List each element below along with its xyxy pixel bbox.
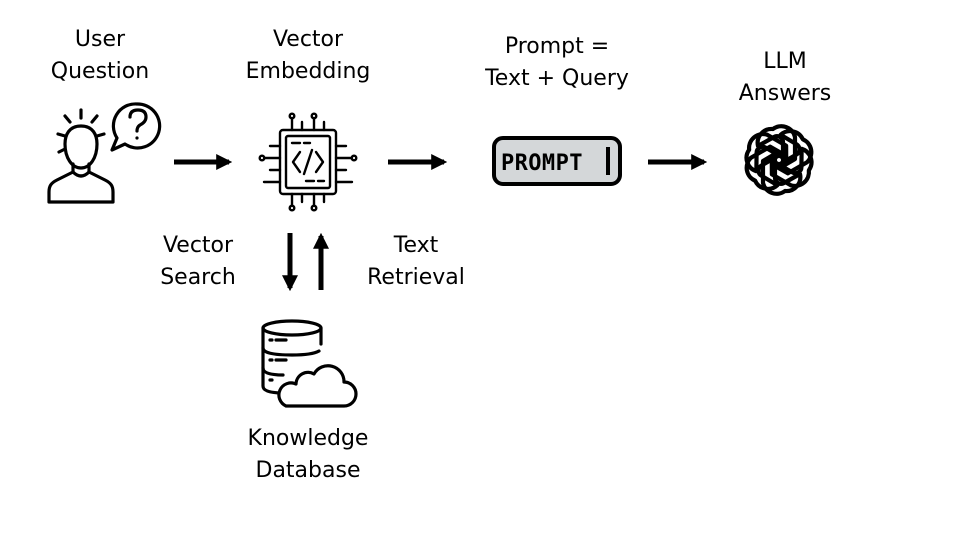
vector-embedding-line2: Embedding <box>245 59 371 84</box>
chip-code-icon <box>258 112 358 212</box>
knowledge-database-line2: Database <box>255 458 361 483</box>
text-retrieval-label: Text Retrieval <box>367 230 465 294</box>
openai-logo-icon <box>739 120 819 200</box>
prompt-line1: Prompt = <box>504 34 610 59</box>
prompt-badge-icon: PROMPT <box>492 136 622 186</box>
knowledge-database-line1: Knowledge <box>247 426 369 451</box>
vector-embedding-label: Vector Embedding <box>246 24 371 88</box>
text-retrieval-line1: Text <box>393 233 439 258</box>
user-question-icon <box>47 102 162 204</box>
llm-answers-line1: LLM <box>763 49 807 74</box>
vector-search-line1: Vector <box>162 233 234 258</box>
user-question-line2: Question <box>50 59 150 84</box>
prompt-label: Prompt = Text + Query <box>485 31 629 95</box>
user-question-line1: User <box>74 27 126 52</box>
prompt-badge-text: PROMPT <box>501 151 583 176</box>
user-question-label: User Question <box>51 24 149 88</box>
text-retrieval-line2: Retrieval <box>367 265 465 290</box>
llm-answers-label: LLM Answers <box>739 46 832 110</box>
vector-search-label: Vector Search <box>160 230 236 294</box>
llm-answers-line2: Answers <box>738 81 832 106</box>
database-cloud-icon <box>261 319 358 408</box>
knowledge-database-label: Knowledge Database <box>248 423 369 487</box>
vector-search-line2: Search <box>160 265 236 290</box>
prompt-line2: Text + Query <box>485 66 629 91</box>
vector-embedding-line1: Vector <box>272 27 344 52</box>
